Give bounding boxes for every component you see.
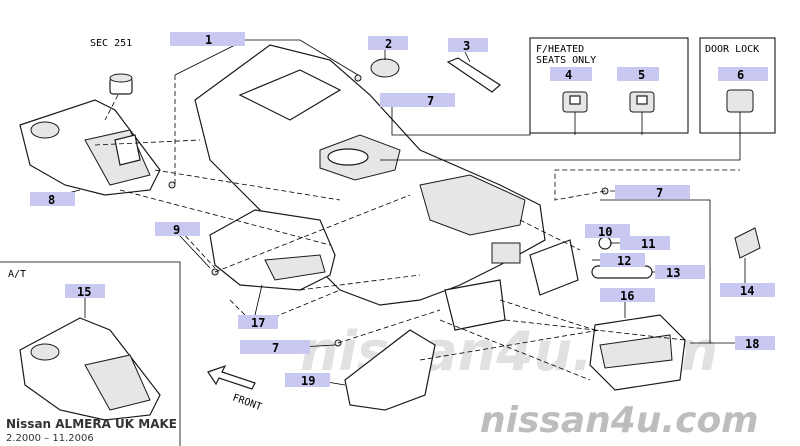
- label-7b: 7: [615, 185, 690, 200]
- label-3: 3: [448, 38, 488, 53]
- label-19: 19: [285, 373, 330, 388]
- footer-title: Nissan ALMERA UK MAKE: [6, 417, 177, 431]
- label-8: 8: [30, 192, 75, 207]
- label-7c: 7: [240, 340, 310, 355]
- label-6: 6: [718, 67, 768, 82]
- socket-part: [104, 73, 133, 121]
- footer-dates: 2.2000 – 11.2006: [6, 433, 94, 444]
- svg-text:4: 4: [565, 68, 572, 82]
- door-lock-switch: [726, 89, 754, 113]
- svg-text:17: 17: [251, 316, 265, 330]
- sec-reference: SEC 251: [90, 38, 132, 49]
- svg-text:6: 6: [737, 68, 744, 82]
- label-11: 11: [620, 236, 670, 251]
- svg-text:1: 1: [205, 33, 212, 47]
- label-13: 13: [655, 265, 705, 280]
- label-1: 1: [170, 32, 245, 47]
- svg-text:2: 2: [385, 37, 392, 51]
- svg-text:5: 5: [638, 68, 645, 82]
- label-18: 18: [735, 336, 775, 351]
- svg-text:15: 15: [77, 285, 91, 299]
- label-5: 5: [617, 67, 659, 82]
- heated-seats-box: F/HEATED SEATS ONLY: [529, 37, 689, 134]
- svg-text:16: 16: [620, 289, 634, 303]
- door-lock-box: DOOR LOCK: [699, 37, 776, 134]
- svg-text:9: 9: [173, 223, 180, 237]
- svg-text:7: 7: [272, 341, 279, 355]
- at-section: A/T: [0, 261, 181, 446]
- cap-part: [370, 58, 400, 78]
- label-15: 15: [65, 284, 105, 299]
- armrest-lid: [209, 209, 336, 291]
- shift-bezel-at: [19, 317, 161, 421]
- switch-blank: [734, 227, 761, 259]
- svg-text:10: 10: [598, 225, 612, 239]
- label-14: 14: [720, 283, 775, 298]
- front-arrow: FRONT: [207, 364, 263, 413]
- svg-text:11: 11: [641, 237, 655, 251]
- rear-panel: [344, 329, 436, 411]
- shift-bezel-mt: [19, 99, 161, 196]
- label-10: 10: [585, 224, 630, 239]
- svg-text:12: 12: [617, 254, 631, 268]
- label-16: 16: [600, 288, 655, 303]
- heated-seats-caption-2: SEATS ONLY: [536, 55, 596, 66]
- svg-text:14: 14: [740, 284, 754, 298]
- heated-switch-left: [562, 91, 588, 113]
- heated-switch-right: [629, 91, 655, 113]
- label-7a: 7: [380, 93, 455, 108]
- storage-tray: [589, 314, 686, 391]
- rod-part: [446, 57, 501, 93]
- svg-text:19: 19: [301, 374, 315, 388]
- label-4: 4: [550, 67, 592, 82]
- center-console: [194, 44, 546, 331]
- svg-text:7: 7: [656, 186, 663, 200]
- watermark-corner: nissan4u.com: [480, 400, 759, 441]
- front-caption: FRONT: [231, 392, 263, 413]
- svg-text:7: 7: [427, 94, 434, 108]
- label-17: 17: [238, 315, 278, 330]
- svg-text:8: 8: [48, 193, 55, 207]
- svg-text:3: 3: [463, 39, 470, 53]
- door-lock-caption: DOOR LOCK: [705, 44, 759, 55]
- svg-text:18: 18: [745, 337, 759, 351]
- heated-seats-caption-1: F/HEATED: [536, 44, 584, 55]
- label-12: 12: [600, 253, 645, 268]
- svg-text:13: 13: [666, 266, 680, 280]
- at-caption: A/T: [8, 269, 26, 280]
- label-2: 2: [368, 36, 408, 51]
- leader-lines: [59, 39, 746, 386]
- label-9: 9: [155, 222, 200, 237]
